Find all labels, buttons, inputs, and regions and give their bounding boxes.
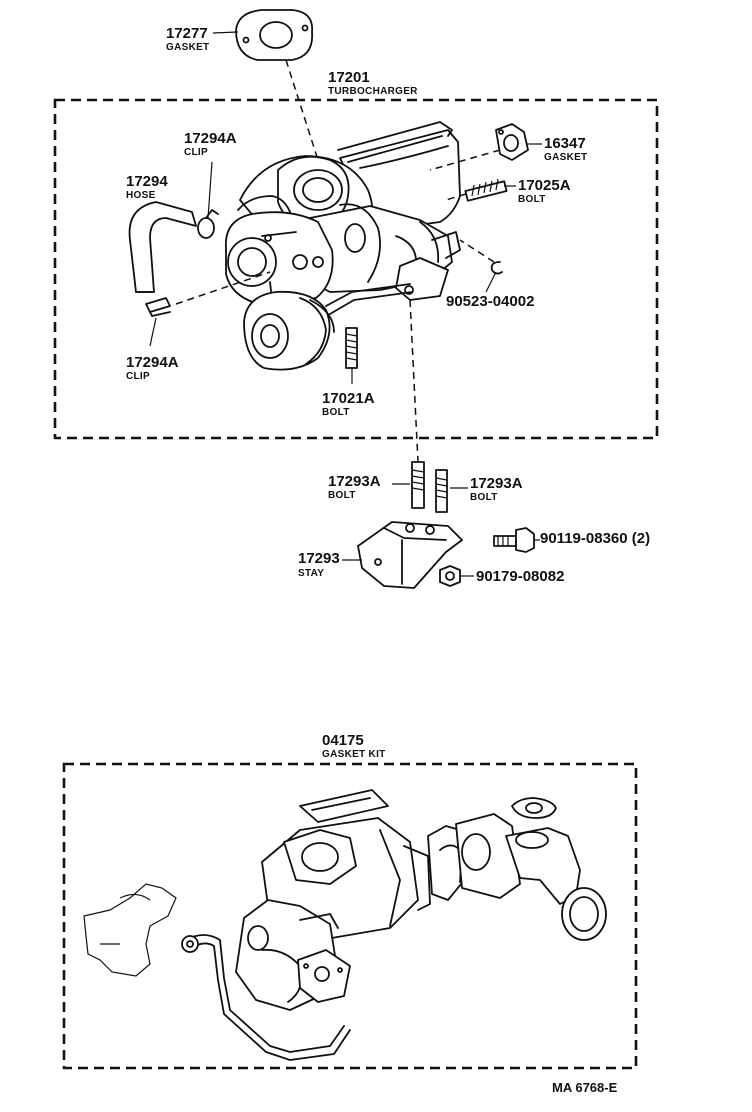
gasket-kit-box: [62, 762, 638, 1070]
part-description: BOLT: [322, 407, 350, 418]
part-description: BOLT: [518, 194, 546, 205]
stay-17293-drawing: [357, 521, 463, 589]
part-number: 17294A: [126, 354, 179, 371]
label-bolt-17293a-left: 17293A BOLT: [328, 473, 381, 501]
part-number: 90179-08082: [476, 568, 564, 585]
gasket-17277-drawing: [235, 9, 314, 61]
part-number: 17021A: [322, 390, 375, 407]
label-clip-17294a-bottom: 17294A CLIP: [126, 354, 179, 382]
part-description: BOLT: [470, 492, 498, 503]
part-description: STAY: [298, 568, 324, 579]
label-part-90179-08082: 90179-08082: [476, 568, 564, 585]
part-number: 17294: [126, 173, 168, 190]
clip-17294a-bottom-drawing: [145, 297, 171, 317]
label-part-90523-04002: 90523-04002: [446, 293, 534, 310]
part-description: BOLT: [328, 490, 356, 501]
label-stay-17293: 17293 STAY: [298, 550, 340, 579]
gasket-kit-drawing: [83, 789, 607, 1061]
bolt-17025a-drawing: [464, 178, 508, 202]
label-bolt-17025a: 17025A BOLT: [518, 177, 571, 205]
bolt-17293a-right-drawing: [435, 469, 448, 513]
label-gasket-16347: 16347 GASKET: [544, 135, 587, 163]
part-description: GASKET: [166, 42, 209, 53]
part-90523-04002-drawing: [490, 261, 503, 275]
part-number: 17294A: [184, 130, 237, 147]
label-clip-17294a-top: 17294A CLIP: [184, 130, 237, 158]
diagram-reference: MA 6768-E: [552, 1080, 618, 1095]
bolt-17293a-left-drawing: [411, 461, 425, 509]
part-number: 04175: [322, 732, 364, 749]
label-bolt-17293a-right: 17293A BOLT: [470, 475, 523, 503]
part-number: 17277: [166, 25, 208, 42]
part-number: 17293A: [328, 473, 381, 490]
turbocharger-assembly-box: [53, 98, 659, 440]
label-gasket-kit-04175: 04175 GASKET KIT: [322, 732, 386, 760]
part-description: TURBOCHARGER: [328, 86, 418, 97]
label-turbocharger-17201: 17201 TURBOCHARGER: [328, 69, 418, 97]
part-description: CLIP: [126, 371, 150, 382]
gasket-16347-drawing: [495, 123, 529, 161]
part-number: 90119-08360 (2): [540, 530, 650, 547]
label-hose-17294: 17294 HOSE: [126, 173, 168, 201]
part-number: 16347: [544, 135, 586, 152]
part-number: 17293A: [470, 475, 523, 492]
label-bolt-17021a: 17021A BOLT: [322, 390, 375, 418]
hose-17294-drawing: [128, 201, 197, 293]
part-number: 17293: [298, 550, 340, 567]
label-part-90119-08360: 90119-08360 (2): [540, 530, 650, 547]
part-number: 17201: [328, 69, 370, 86]
part-description: HOSE: [126, 190, 156, 201]
part-number: 90523-04002: [446, 293, 534, 310]
part-description: CLIP: [184, 147, 208, 158]
part-description: GASKET: [544, 152, 587, 163]
bolt-17021a-drawing: [345, 327, 358, 369]
part-90179-08082-drawing: [439, 565, 461, 587]
part-description: GASKET KIT: [322, 749, 386, 760]
part-number: 17025A: [518, 177, 571, 194]
label-gasket-17277: 17277 GASKET: [166, 25, 209, 53]
turbocharger-drawing: [225, 121, 461, 371]
part-90119-08360-drawing: [493, 527, 535, 553]
